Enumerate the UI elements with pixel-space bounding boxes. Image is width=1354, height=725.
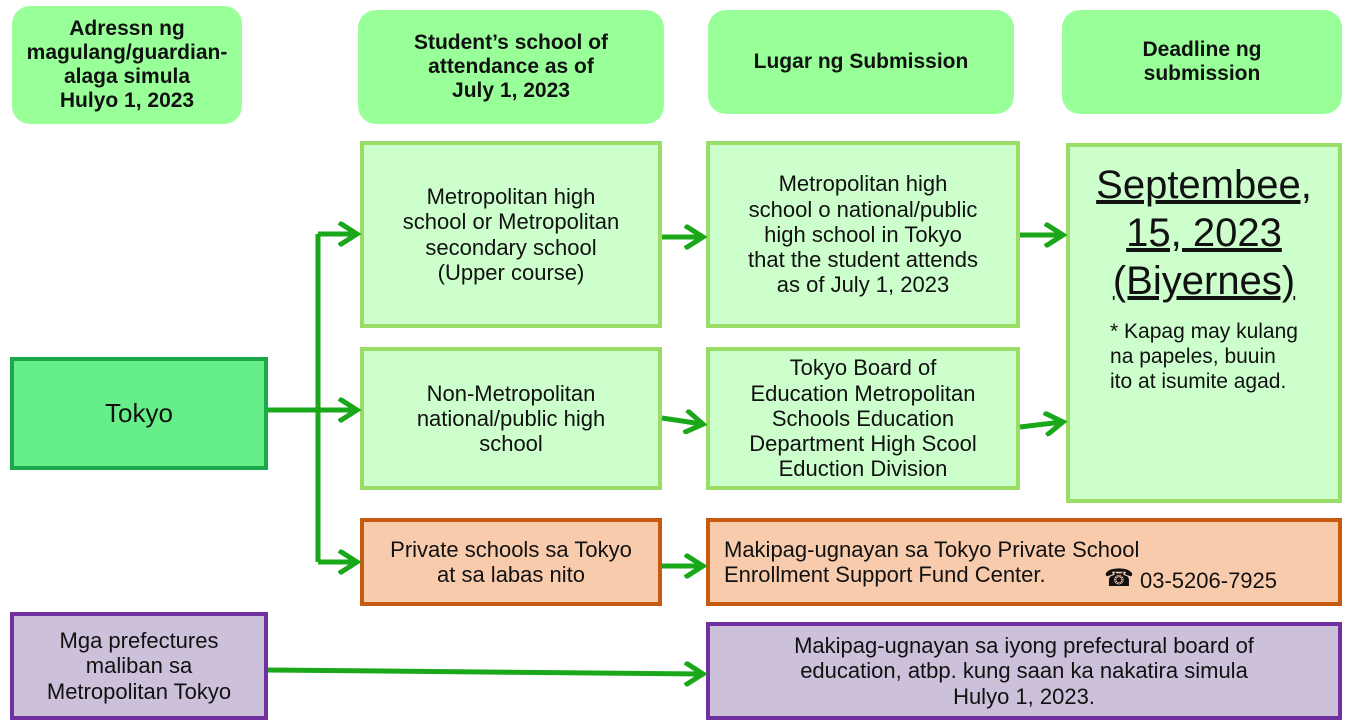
deadline-box: Septembee, 15, 2023 (Biyernes) * Kapag m… [1066,143,1342,503]
phone-icon: ☎ [1104,565,1134,592]
private-fund-center-label: Makipag-ugnayan sa Tokyo Private School … [724,536,1140,587]
origin-tokyo-label: Tokyo [105,397,173,428]
arrow-non-metro-school-to-place [661,418,702,424]
place-prefectural-board: Makipag-ugnayan sa iyong prefectural boa… [706,622,1342,720]
arrow-other-prefectures-to-board [267,670,702,674]
school-metropolitan: Metropolitan high school or Metropolitan… [360,141,662,328]
origin-other-prefectures-label: Mga prefectures maliban sa Metropolitan … [46,628,232,704]
place-metropolitan-label: Metropolitan high school o national/publ… [748,171,978,298]
header-deadline: Deadline ng submission [1062,10,1342,114]
school-private: Private schools sa Tokyo at sa labas nit… [360,518,662,606]
place-metropolitan: Metropolitan high school o national/publ… [706,141,1020,328]
school-metropolitan-label: Metropolitan high school or Metropolitan… [402,183,620,285]
place-board-of-education: Tokyo Board of Education Metropolitan Sc… [706,347,1020,490]
header-deadline-text: Deadline ng submission [1142,37,1262,85]
deadline-date-line3: (Biyernes) [1112,259,1296,303]
arrow-board-place-to-deadline [1019,422,1062,427]
place-private-fund-center: Makipag-ugnayan sa Tokyo Private School … [706,518,1342,606]
header-address-text: Adressn ng magulang/guardian- alaga simu… [26,16,228,113]
header-place-text: Lugar ng Submission [753,49,969,73]
phone-number: 03-5206-7925 [1140,568,1278,593]
deadline-date-line1: Septembee, [1096,163,1312,207]
header-place: Lugar ng Submission [708,10,1014,114]
origin-other-prefectures: Mga prefectures maliban sa Metropolitan … [10,612,268,720]
school-non-metropolitan: Non-Metropolitan national/public high sc… [360,347,662,490]
header-school-text: Student’s school of attendance as of Jul… [413,30,609,103]
deadline-note-text: * Kapag may kulang na papeles, buuin ito… [1110,320,1298,394]
place-prefectural-board-label: Makipag-ugnayan sa iyong prefectural boa… [794,633,1254,709]
place-board-of-education-label: Tokyo Board of Education Metropolitan Sc… [749,355,977,482]
school-non-metropolitan-label: Non-Metropolitan national/public high sc… [416,380,606,457]
deadline-date-line2: 15, 2023 [1126,211,1282,255]
origin-tokyo: Tokyo [10,357,268,470]
header-address: Adressn ng magulang/guardian- alaga simu… [12,6,242,124]
deadline-note: * Kapag may kulang na papeles, buuin ito… [1092,319,1316,395]
school-private-label: Private schools sa Tokyo at sa labas nit… [390,536,632,587]
header-school: Student’s school of attendance as of Jul… [358,10,664,124]
